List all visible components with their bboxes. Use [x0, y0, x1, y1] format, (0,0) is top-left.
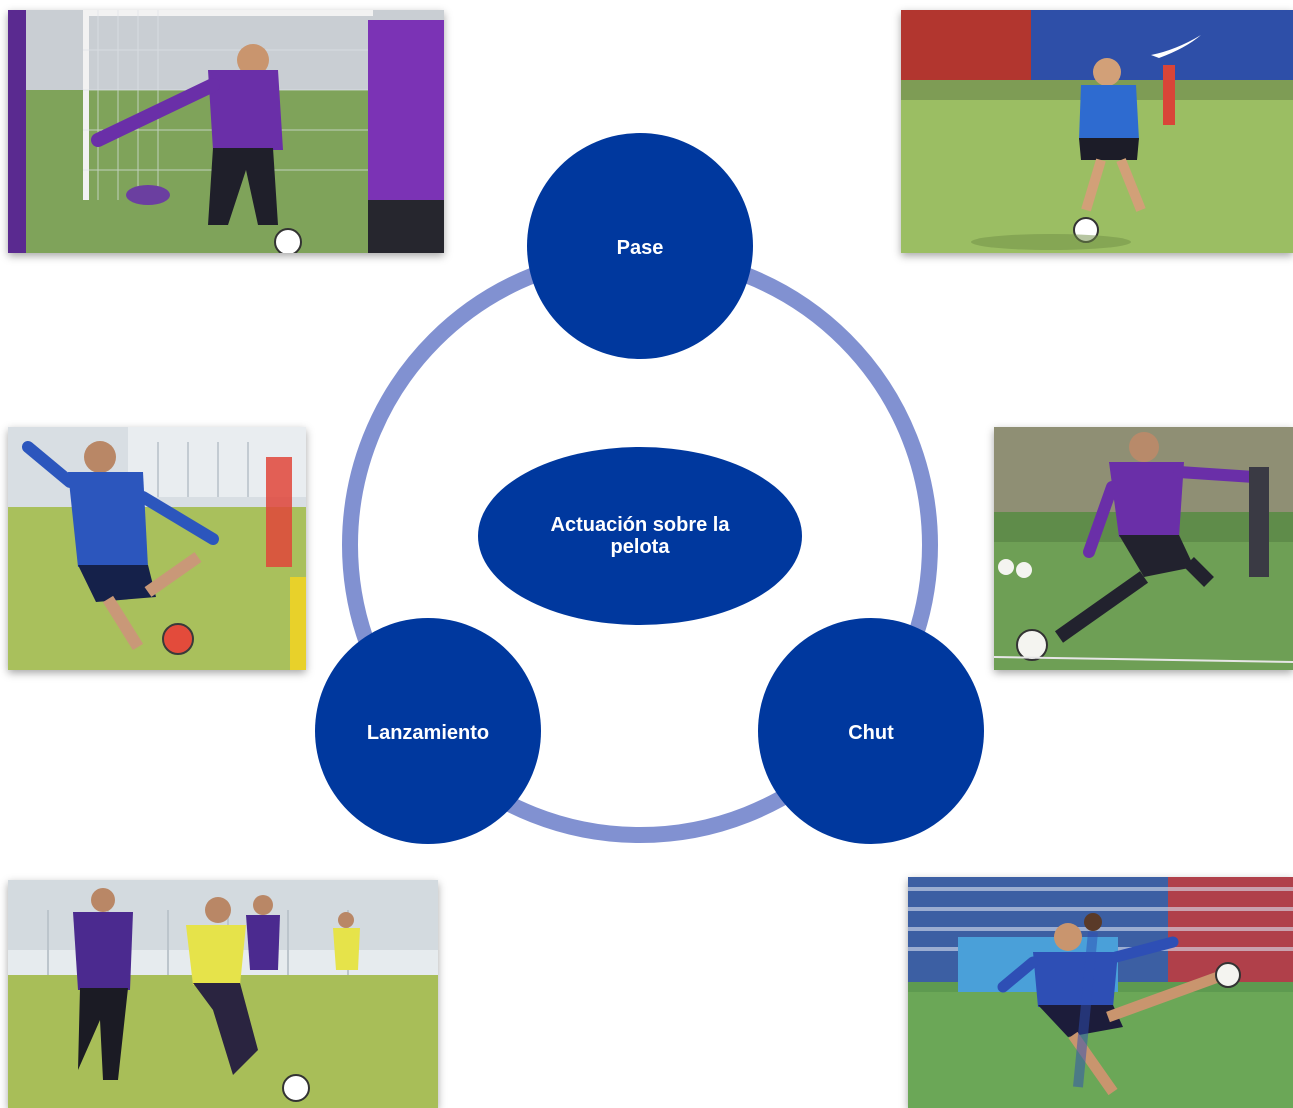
node-pase — [527, 133, 753, 359]
photo-bottom-right — [908, 877, 1293, 1108]
photo-middle-left — [8, 427, 306, 670]
node-lanzamiento — [315, 618, 541, 844]
center-ellipse — [478, 447, 802, 625]
node-label-lanzamiento: Lanzamiento — [366, 722, 490, 744]
center-label: Actuación sobre la pelota — [550, 514, 730, 558]
photo-middle-right — [994, 427, 1293, 670]
photo-top-left — [8, 10, 444, 253]
photo-bottom-left — [8, 880, 438, 1108]
node-label-chut: Chut — [848, 722, 894, 744]
photo-top-right — [901, 10, 1293, 253]
node-label-pase: Pase — [616, 237, 664, 259]
node-chut — [758, 618, 984, 844]
